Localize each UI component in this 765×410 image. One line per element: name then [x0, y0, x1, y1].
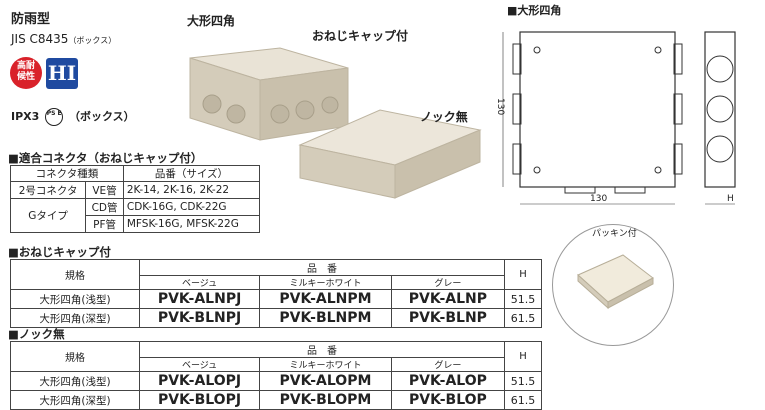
part-code: PVK-BLNPJ [138, 308, 261, 328]
jis-label: JIS C8435 [11, 32, 69, 46]
spec-cell: 大形四角(浅型) [10, 289, 140, 309]
packing-label: パッキン付 [592, 229, 637, 239]
table-row: Gタイプ CD管 CDK-16G, CDK-22G [9, 198, 261, 233]
part-code: PVK-ALOPJ [138, 371, 261, 391]
page-title: 防雨型 [11, 12, 51, 27]
dim-height: 130 [495, 98, 505, 116]
weather-resistance-badge: 高耐 候性 [10, 57, 42, 89]
packing-inset [552, 224, 674, 346]
connector-codes: MFSK-16G, MFSK-22G [122, 215, 261, 233]
cap-col-part: 品 番 [139, 259, 505, 276]
connector-col-type: コネクタ種類 [10, 165, 124, 182]
box-with-caps-image [189, 47, 349, 141]
table-row: 大形四角(深型) PVK-BLOPJ PVK-BLOPM PVK-BLOP 61… [10, 390, 542, 410]
table-row: 大形四角(深型) PVK-BLNPJ PVK-BLNPM PVK-BLNP 61… [10, 308, 542, 328]
connector-table-title: ■適合コネクタ（おねじキャップ付） [8, 151, 203, 165]
drawing-title: ■大形四角 [507, 4, 562, 17]
connector-col-code: 品番（サイズ） [122, 165, 261, 182]
part-code: PVK-ALNP [390, 289, 506, 309]
hi-badge: HI [46, 58, 78, 89]
cap-color-milky: ミルキーホワイト [259, 275, 392, 290]
spec-cell: 大形四角(深型) [10, 308, 140, 328]
part-code: PVK-BLOP [390, 390, 506, 410]
label-knock-none: ノック無 [420, 110, 468, 124]
knock-table: 規格 品 番 H ベージュ ミルキーホワイト グレー 大形四角(浅型) PVK-… [10, 341, 542, 410]
knock-col-h: H [504, 341, 542, 372]
table-row: PF管 MFSK-16G, MFSK-22G [11, 215, 261, 233]
dim-width: 130 [590, 194, 608, 204]
connector-type: Gタイプ [9, 198, 87, 233]
part-code: PVK-ALNPJ [138, 289, 261, 309]
ipx-label: IPX3 [11, 110, 40, 123]
connector-codes: 2K-14, 2K-16, 2K-22 [122, 181, 261, 199]
spec-cell: 大形四角(浅型) [10, 371, 140, 391]
knock-color-gray: グレー [390, 357, 506, 372]
knock-color-milky: ミルキーホワイト [259, 357, 392, 372]
jis-note: （ボックス） [68, 36, 117, 45]
technical-drawing [502, 31, 736, 205]
product-photo [189, 47, 482, 199]
ipx-note: （ボックス） [68, 110, 135, 123]
connector-pipe: VE管 [85, 181, 124, 199]
connector-table: コネクタ種類 品番（サイズ） 2号コネクタ VE管 2K-14, 2K-16, … [9, 165, 261, 233]
part-code: PVK-ALOP [390, 371, 506, 391]
table-row: 大形四角(浅型) PVK-ALNPJ PVK-ALNPM PVK-ALNP 51… [10, 289, 542, 309]
h-value: 51.5 [504, 289, 542, 309]
cap-table: 規格 品 番 H ベージュ ミルキーホワイト グレー 大形四角(浅型) PVK-… [10, 259, 542, 328]
pse-mark-icon: PS E [45, 108, 64, 126]
cap-col-spec: 規格 [10, 259, 140, 290]
spec-cell: 大形四角(深型) [10, 390, 140, 410]
cap-color-beige: ベージュ [138, 275, 261, 290]
box-no-knock-image [298, 109, 482, 199]
part-code: PVK-BLOPM [259, 390, 392, 410]
h-value: 61.5 [504, 390, 542, 410]
connector-codes: CDK-16G, CDK-22G [122, 198, 261, 216]
part-code: PVK-ALNPM [259, 289, 392, 309]
table-row: 2号コネクタ VE管 2K-14, 2K-16, 2K-22 [9, 181, 261, 199]
dim-h: H [727, 194, 734, 204]
knock-col-part: 品 番 [139, 341, 505, 358]
h-value: 51.5 [504, 371, 542, 391]
badge-red-line1: 高耐 [16, 61, 35, 71]
part-code: PVK-BLNPM [259, 308, 392, 328]
badge-red-line2: 候性 [16, 72, 35, 82]
jis-code: JIS C8435（ボックス） [11, 32, 116, 46]
ipx-rating: IPX3 PS E （ボックス） [11, 108, 135, 126]
cap-color-gray: グレー [390, 275, 506, 290]
label-large-box: 大形四角 [187, 14, 236, 28]
knock-col-spec: 規格 [10, 341, 140, 372]
connector-pipe: PF管 [85, 215, 124, 233]
part-code: PVK-BLNP [390, 308, 506, 328]
connector-pipe: CD管 [85, 198, 124, 216]
connector-type: 2号コネクタ [9, 181, 87, 199]
knock-color-beige: ベージュ [138, 357, 261, 372]
packing-image [577, 254, 654, 310]
table-row: 大形四角(浅型) PVK-ALOPJ PVK-ALOPM PVK-ALOP 51… [10, 371, 542, 391]
knock-table-title: ■ノック無 [8, 327, 65, 341]
cap-col-h: H [504, 259, 542, 290]
h-value: 61.5 [504, 308, 542, 328]
part-code: PVK-ALOPM [259, 371, 392, 391]
cap-table-title: ■おねじキャップ付 [8, 245, 111, 259]
label-screw-cap: おねじキャップ付 [312, 29, 409, 43]
